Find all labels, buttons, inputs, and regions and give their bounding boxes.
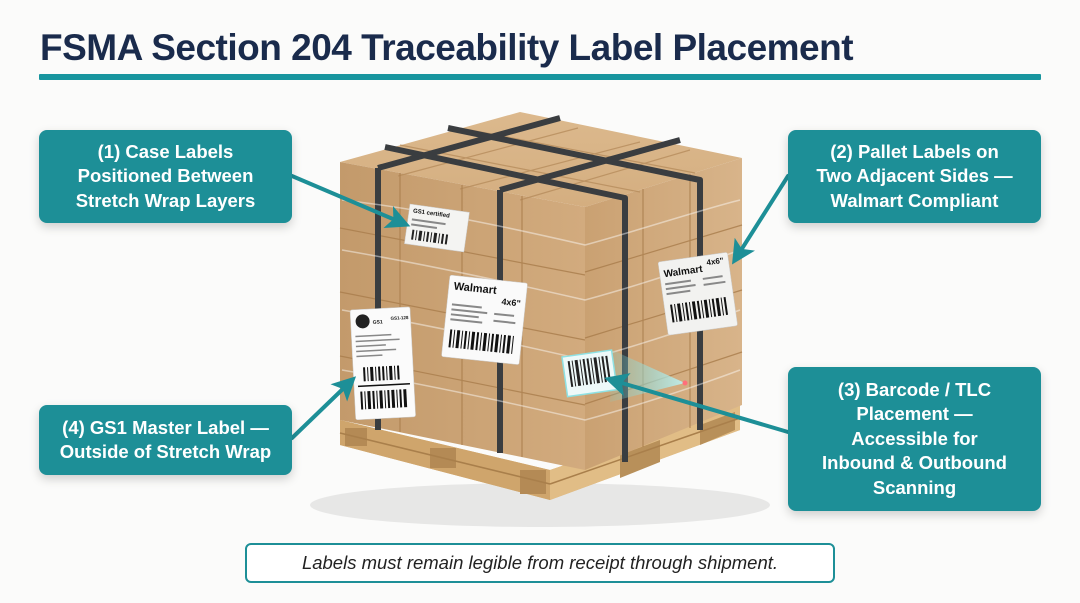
callout-3-line: Accessible for — [851, 427, 978, 449]
label-size-front: 4x6" — [501, 297, 521, 309]
title-underline — [39, 74, 1041, 80]
callout-barcode-placement: (3) Barcode / TLC Placement — Accessible… — [788, 367, 1041, 511]
walmart-brand-side: Walmart — [663, 264, 704, 280]
wooden-pallet — [339, 405, 741, 500]
ground-shadow — [310, 483, 770, 527]
gs1-logo-icon — [355, 314, 370, 329]
case-label-brand: GS1 certified — [413, 209, 451, 220]
gs1-code: GS1-128 — [390, 315, 409, 321]
callout-1-line: Positioned Between — [77, 165, 254, 187]
callout-2-line: Walmart Compliant — [830, 189, 999, 211]
callout-arrows — [290, 174, 790, 440]
callout-gs1-master-label: (4) GS1 Master Label — Outside of Stretc… — [39, 405, 292, 475]
callout-1-line: Stretch Wrap Layers — [75, 189, 256, 211]
arrow-1 — [290, 174, 411, 229]
callout-2-line: Two Adjacent Sides — — [816, 165, 1013, 187]
scanner-dot-icon — [682, 380, 688, 386]
walmart-label-side: Walmart 4x6" — [658, 252, 738, 336]
footer-note: Labels must remain legible from receipt … — [245, 543, 835, 583]
walmart-brand-front: Walmart — [453, 280, 497, 296]
callout-case-labels: (1) Case Labels Positioned Between Stret… — [39, 130, 292, 223]
callout-2-line: (2) Pallet Labels on — [830, 140, 999, 162]
gs1-master-label: GS1 GS1-128 — [349, 306, 416, 420]
arrow-4 — [290, 376, 357, 440]
callout-3-line: (3) Barcode / TLC — [837, 378, 992, 400]
page-title: FSMA Section 204 Traceability Label Plac… — [40, 27, 854, 68]
callout-3-line: Inbound & Outbound — [822, 452, 1007, 474]
label-size-side: 4x6" — [706, 256, 724, 267]
callout-4-line: (4) GS1 Master Label — — [62, 416, 269, 438]
gs1-brand: GS1 — [373, 319, 384, 326]
callout-3-line: Placement — — [856, 403, 973, 425]
arrow-2 — [732, 174, 790, 265]
callout-4-line: Outside of Stretch Wrap — [59, 441, 272, 462]
callout-3-line: Scanning — [872, 476, 957, 498]
callout-1-line: (1) Case Labels — [97, 140, 234, 162]
walmart-label-front: Walmart 4x6" — [441, 274, 528, 365]
callout-pallet-labels: (2) Pallet Labels on Two Adjacent Sides … — [788, 130, 1041, 223]
case-label: GS1 certified — [404, 203, 470, 253]
arrow-3 — [604, 373, 790, 434]
